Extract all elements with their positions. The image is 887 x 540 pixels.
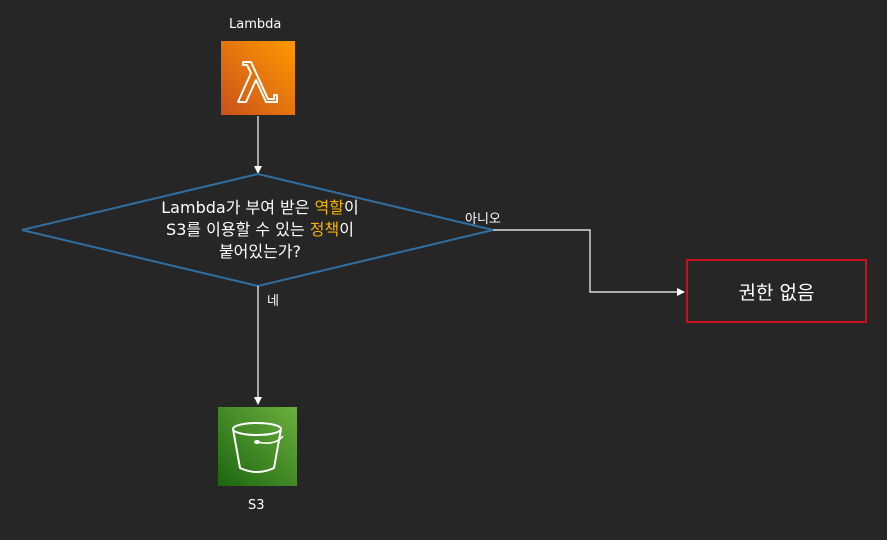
decision-line-2-suffix: 이 <box>339 220 354 239</box>
no-label: 아니오 <box>465 212 501 227</box>
decision-line-2-text: S3를 이용할 수 있는 <box>166 220 310 239</box>
decision-highlight-policy: 정책 <box>309 220 340 239</box>
decision-highlight-role: 역할 <box>314 198 344 217</box>
lambda-icon <box>221 41 295 115</box>
decision-text: Lambda가 부여 받은 역할이 S3를 이용할 수 있는 정책이 붙어있는가… <box>120 197 400 263</box>
lambda-label: Lambda <box>229 17 282 32</box>
decision-line-1-text: Lambda가 부여 받은 <box>161 198 315 217</box>
decision-line-2: S3를 이용할 수 있는 정책이 <box>120 219 400 241</box>
s3-label: S3 <box>248 498 265 513</box>
decision-line-1: Lambda가 부여 받은 역할이 <box>120 197 400 219</box>
decision-line-3: 붙어있는가? <box>218 242 302 261</box>
decision-line-1-suffix: 이 <box>344 198 359 217</box>
yes-label: 네 <box>267 294 279 309</box>
result-no-permission-box: 권한 없음 <box>686 259 867 323</box>
result-label: 권한 없음 <box>738 281 815 304</box>
s3-bucket-icon <box>218 407 297 486</box>
edge-decision-to-result <box>493 229 685 296</box>
